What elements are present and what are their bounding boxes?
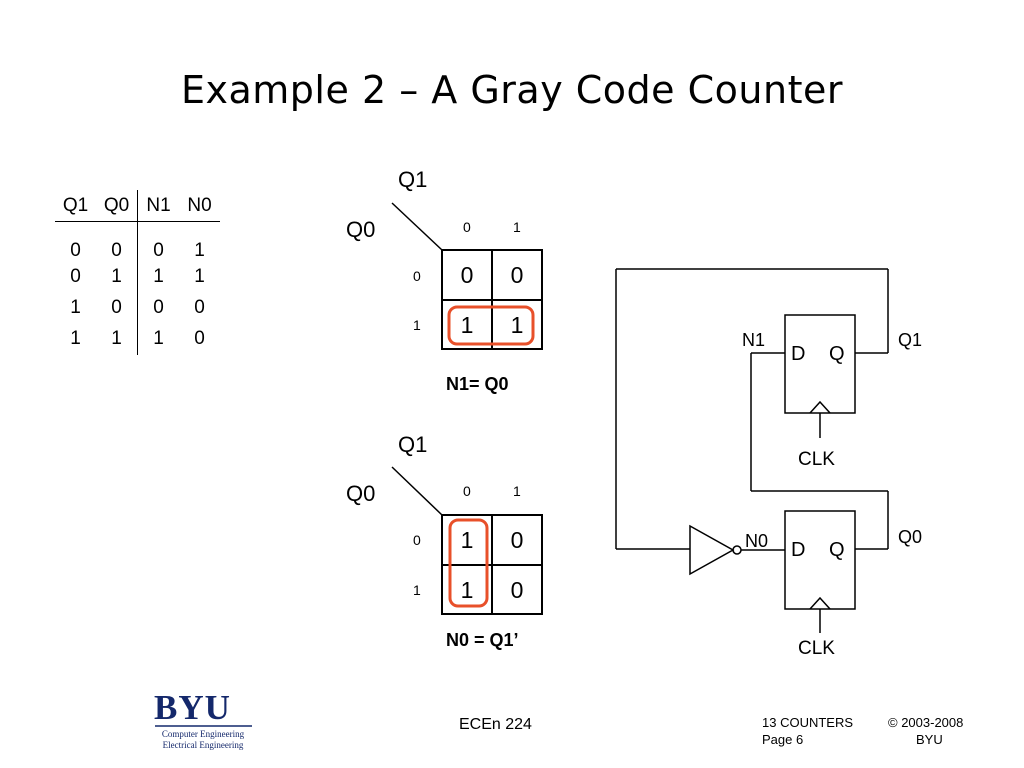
kmap-n0-equation: N0 = Q1’ — [446, 630, 519, 650]
ff-bottom-q-label: Q — [829, 539, 845, 561]
ff-top-clock-triangle — [809, 400, 831, 414]
kmap-n1-cell: 1 — [510, 312, 524, 338]
table-cell: 1 — [153, 328, 164, 349]
kmap-n1-col-var: Q1 — [398, 167, 428, 192]
header-q1: Q1 — [55, 190, 96, 222]
byu-logo: BYU — [154, 688, 231, 727]
table-cell: 1 — [96, 323, 138, 355]
kmap-n0-cell: 1 — [460, 527, 474, 553]
org-label: BYU — [916, 732, 943, 747]
kmap-n0-col-var: Q1 — [398, 432, 428, 457]
ff-bottom-clock-label: CLK — [798, 638, 835, 659]
truth-table: Q1 Q0 N1 N0 0 0 0 1 0 1 1 1 1 0 0 — [55, 190, 220, 355]
kmap-n1-col-label-1: 1 — [513, 219, 521, 235]
logo-line-1: Computer Engineering — [161, 729, 245, 739]
kmap-n0-cell: 0 — [510, 527, 524, 553]
kmap-n0-corner-diagonal — [391, 466, 443, 516]
kmap-n1-cell: 1 — [460, 312, 474, 338]
page-number: Page 6 — [762, 732, 804, 747]
table-cell: 1 — [153, 266, 164, 287]
net-label-q1: Q1 — [898, 330, 923, 350]
kmap-n1-cell: 0 — [510, 262, 524, 288]
kmap-n1-group-outline — [447, 305, 535, 346]
table-row: 0 1 1 1 — [55, 261, 220, 293]
kmap-n1-row-var: Q0 — [346, 217, 376, 242]
kmap-n0-col-label-0: 0 — [463, 483, 471, 499]
kmap-n1-col-label-0: 0 — [463, 219, 471, 235]
ff-top-clock-label: CLK — [798, 449, 835, 470]
net-label-n0: N0 — [745, 531, 769, 551]
truth-table-header-row: Q1 Q0 N1 N0 — [55, 190, 220, 222]
table-cell: 0 — [70, 239, 81, 261]
ff-top-q-label: Q — [829, 343, 845, 365]
slide-title: Example 2 – A Gray Code Counter — [181, 68, 843, 112]
course-label: ECEn 224 — [459, 716, 532, 733]
lecture-label: 13 COUNTERS — [762, 715, 854, 730]
ff-top-d-label: D — [791, 343, 806, 365]
kmap-n1-row-label-1: 1 — [413, 317, 421, 333]
kmap-n1-equation: N1= Q0 — [446, 374, 509, 394]
table-row: 0 0 0 1 — [55, 221, 220, 262]
ff-bottom-d-label: D — [791, 539, 806, 561]
kmap-n0-row-label-0: 0 — [413, 532, 421, 548]
table-cell: 0 — [96, 221, 138, 262]
table-cell: 1 — [70, 297, 81, 318]
kmap-n1-corner-diagonal — [391, 202, 443, 251]
ff-bottom-clock-triangle — [809, 596, 831, 610]
table-cell: 0 — [153, 239, 164, 261]
header-n1: N1 — [137, 190, 179, 222]
net-label-q0: Q0 — [898, 527, 923, 547]
kmap-n0-row-var: Q0 — [346, 481, 376, 506]
kmap-n0-cell: 1 — [460, 577, 474, 603]
kmap-n0-col-label-1: 1 — [513, 483, 521, 499]
table-cell: 1 — [194, 239, 205, 261]
header-n0: N0 — [179, 190, 220, 222]
copyright: © 2003-2008 — [888, 715, 964, 730]
logo-line-2: Electrical Engineering — [162, 740, 244, 750]
table-row: 1 1 1 0 — [55, 323, 220, 355]
table-cell: 0 — [153, 297, 164, 318]
kmap-n0-group-outline — [448, 518, 489, 608]
table-cell: 0 — [194, 297, 205, 318]
kmap-n1-cell: 0 — [460, 262, 474, 288]
table-cell: 0 — [96, 292, 138, 324]
table-cell: 1 — [194, 266, 205, 287]
table-cell: 1 — [70, 328, 81, 349]
table-row: 1 0 0 0 — [55, 292, 220, 324]
table-cell: 0 — [70, 266, 81, 287]
table-cell: 0 — [194, 328, 205, 349]
kmap-n1-row-label-0: 0 — [413, 268, 421, 284]
table-cell: 1 — [96, 261, 138, 293]
inverter-gate — [689, 524, 735, 576]
net-label-n1: N1 — [742, 330, 766, 350]
header-q0: Q0 — [96, 190, 138, 222]
kmap-n0-cell: 0 — [510, 577, 524, 603]
kmap-n0-row-label-1: 1 — [413, 582, 421, 598]
